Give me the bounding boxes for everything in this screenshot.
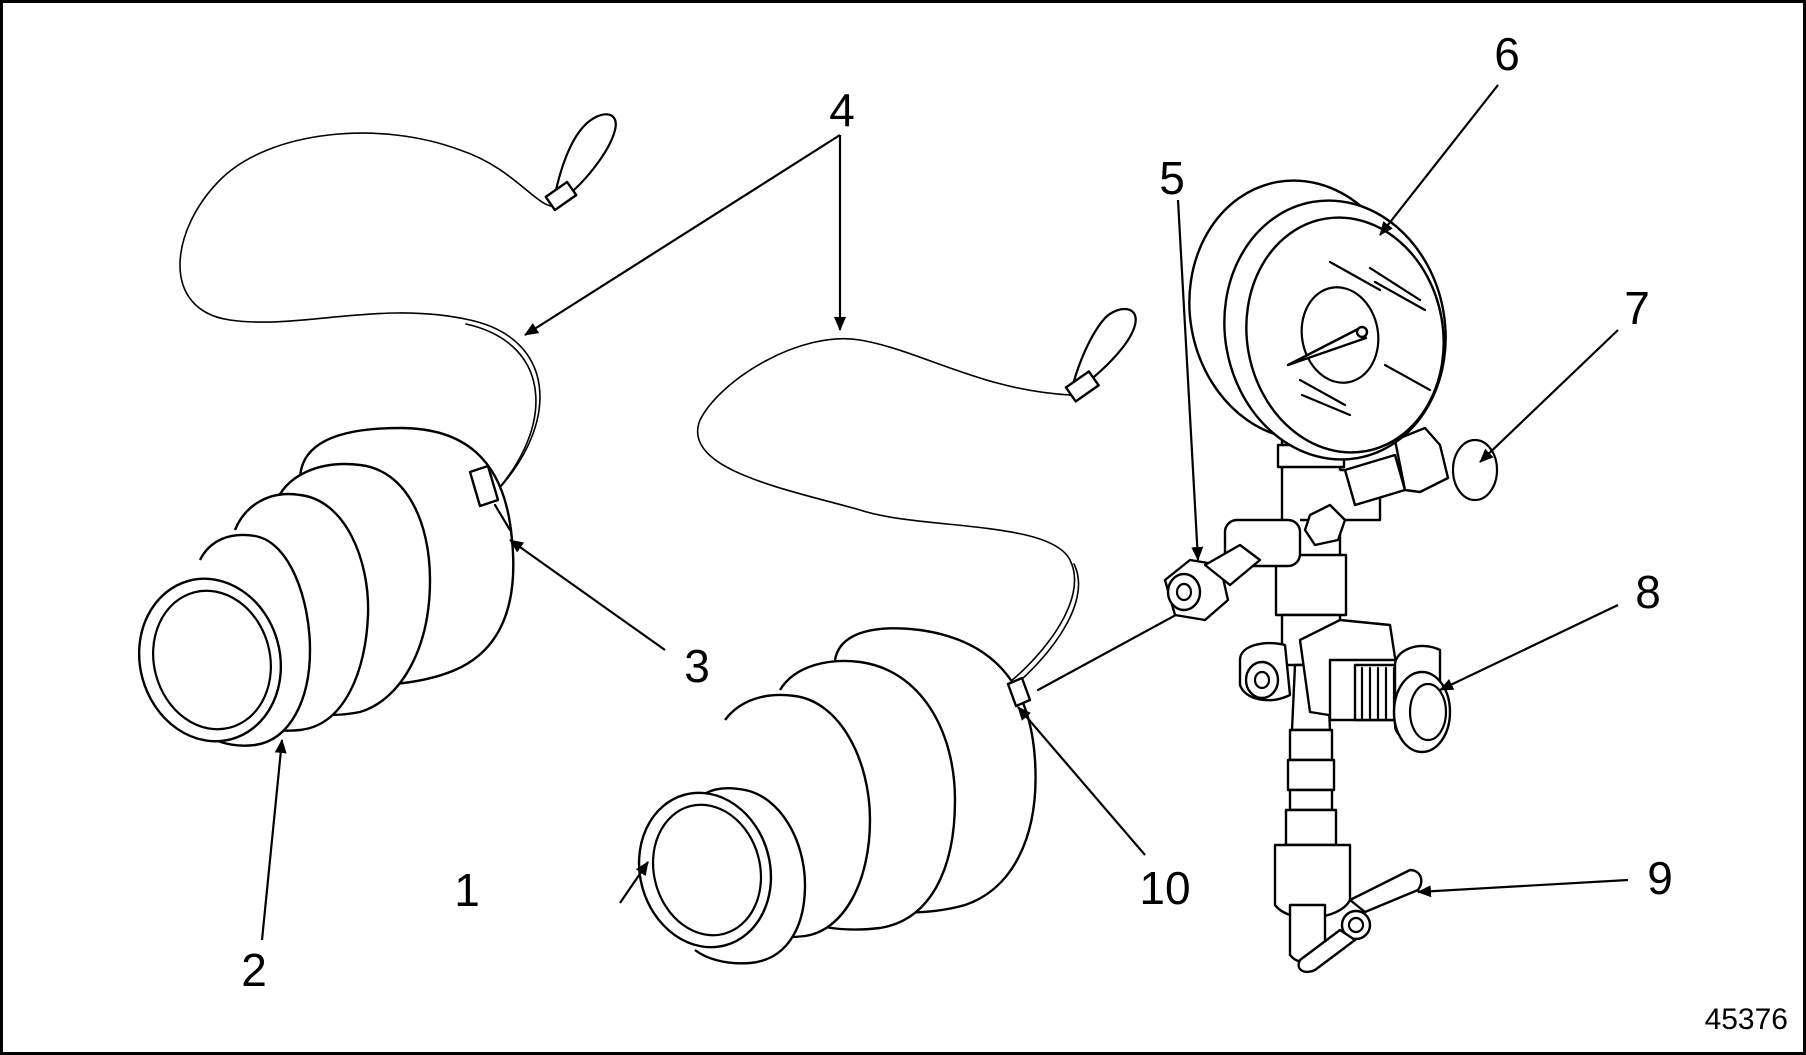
callout-4: 4 xyxy=(829,84,855,136)
adapter-left xyxy=(137,113,617,747)
callout-3: 3 xyxy=(684,640,710,692)
leader-lines xyxy=(260,84,1629,941)
callout-9: 9 xyxy=(1647,852,1673,904)
callout-10: 10 xyxy=(1139,862,1191,914)
callout-1: 1 xyxy=(454,864,480,916)
callout-6: 6 xyxy=(1494,28,1520,80)
adapter-right xyxy=(637,308,1187,965)
callout-2: 2 xyxy=(241,944,267,996)
gauge-assembly xyxy=(1163,179,1499,974)
callout-8: 8 xyxy=(1635,566,1661,618)
callout-5: 5 xyxy=(1159,152,1185,204)
callout-7: 7 xyxy=(1624,282,1650,334)
figure-id: 45376 xyxy=(1704,1003,1788,1036)
